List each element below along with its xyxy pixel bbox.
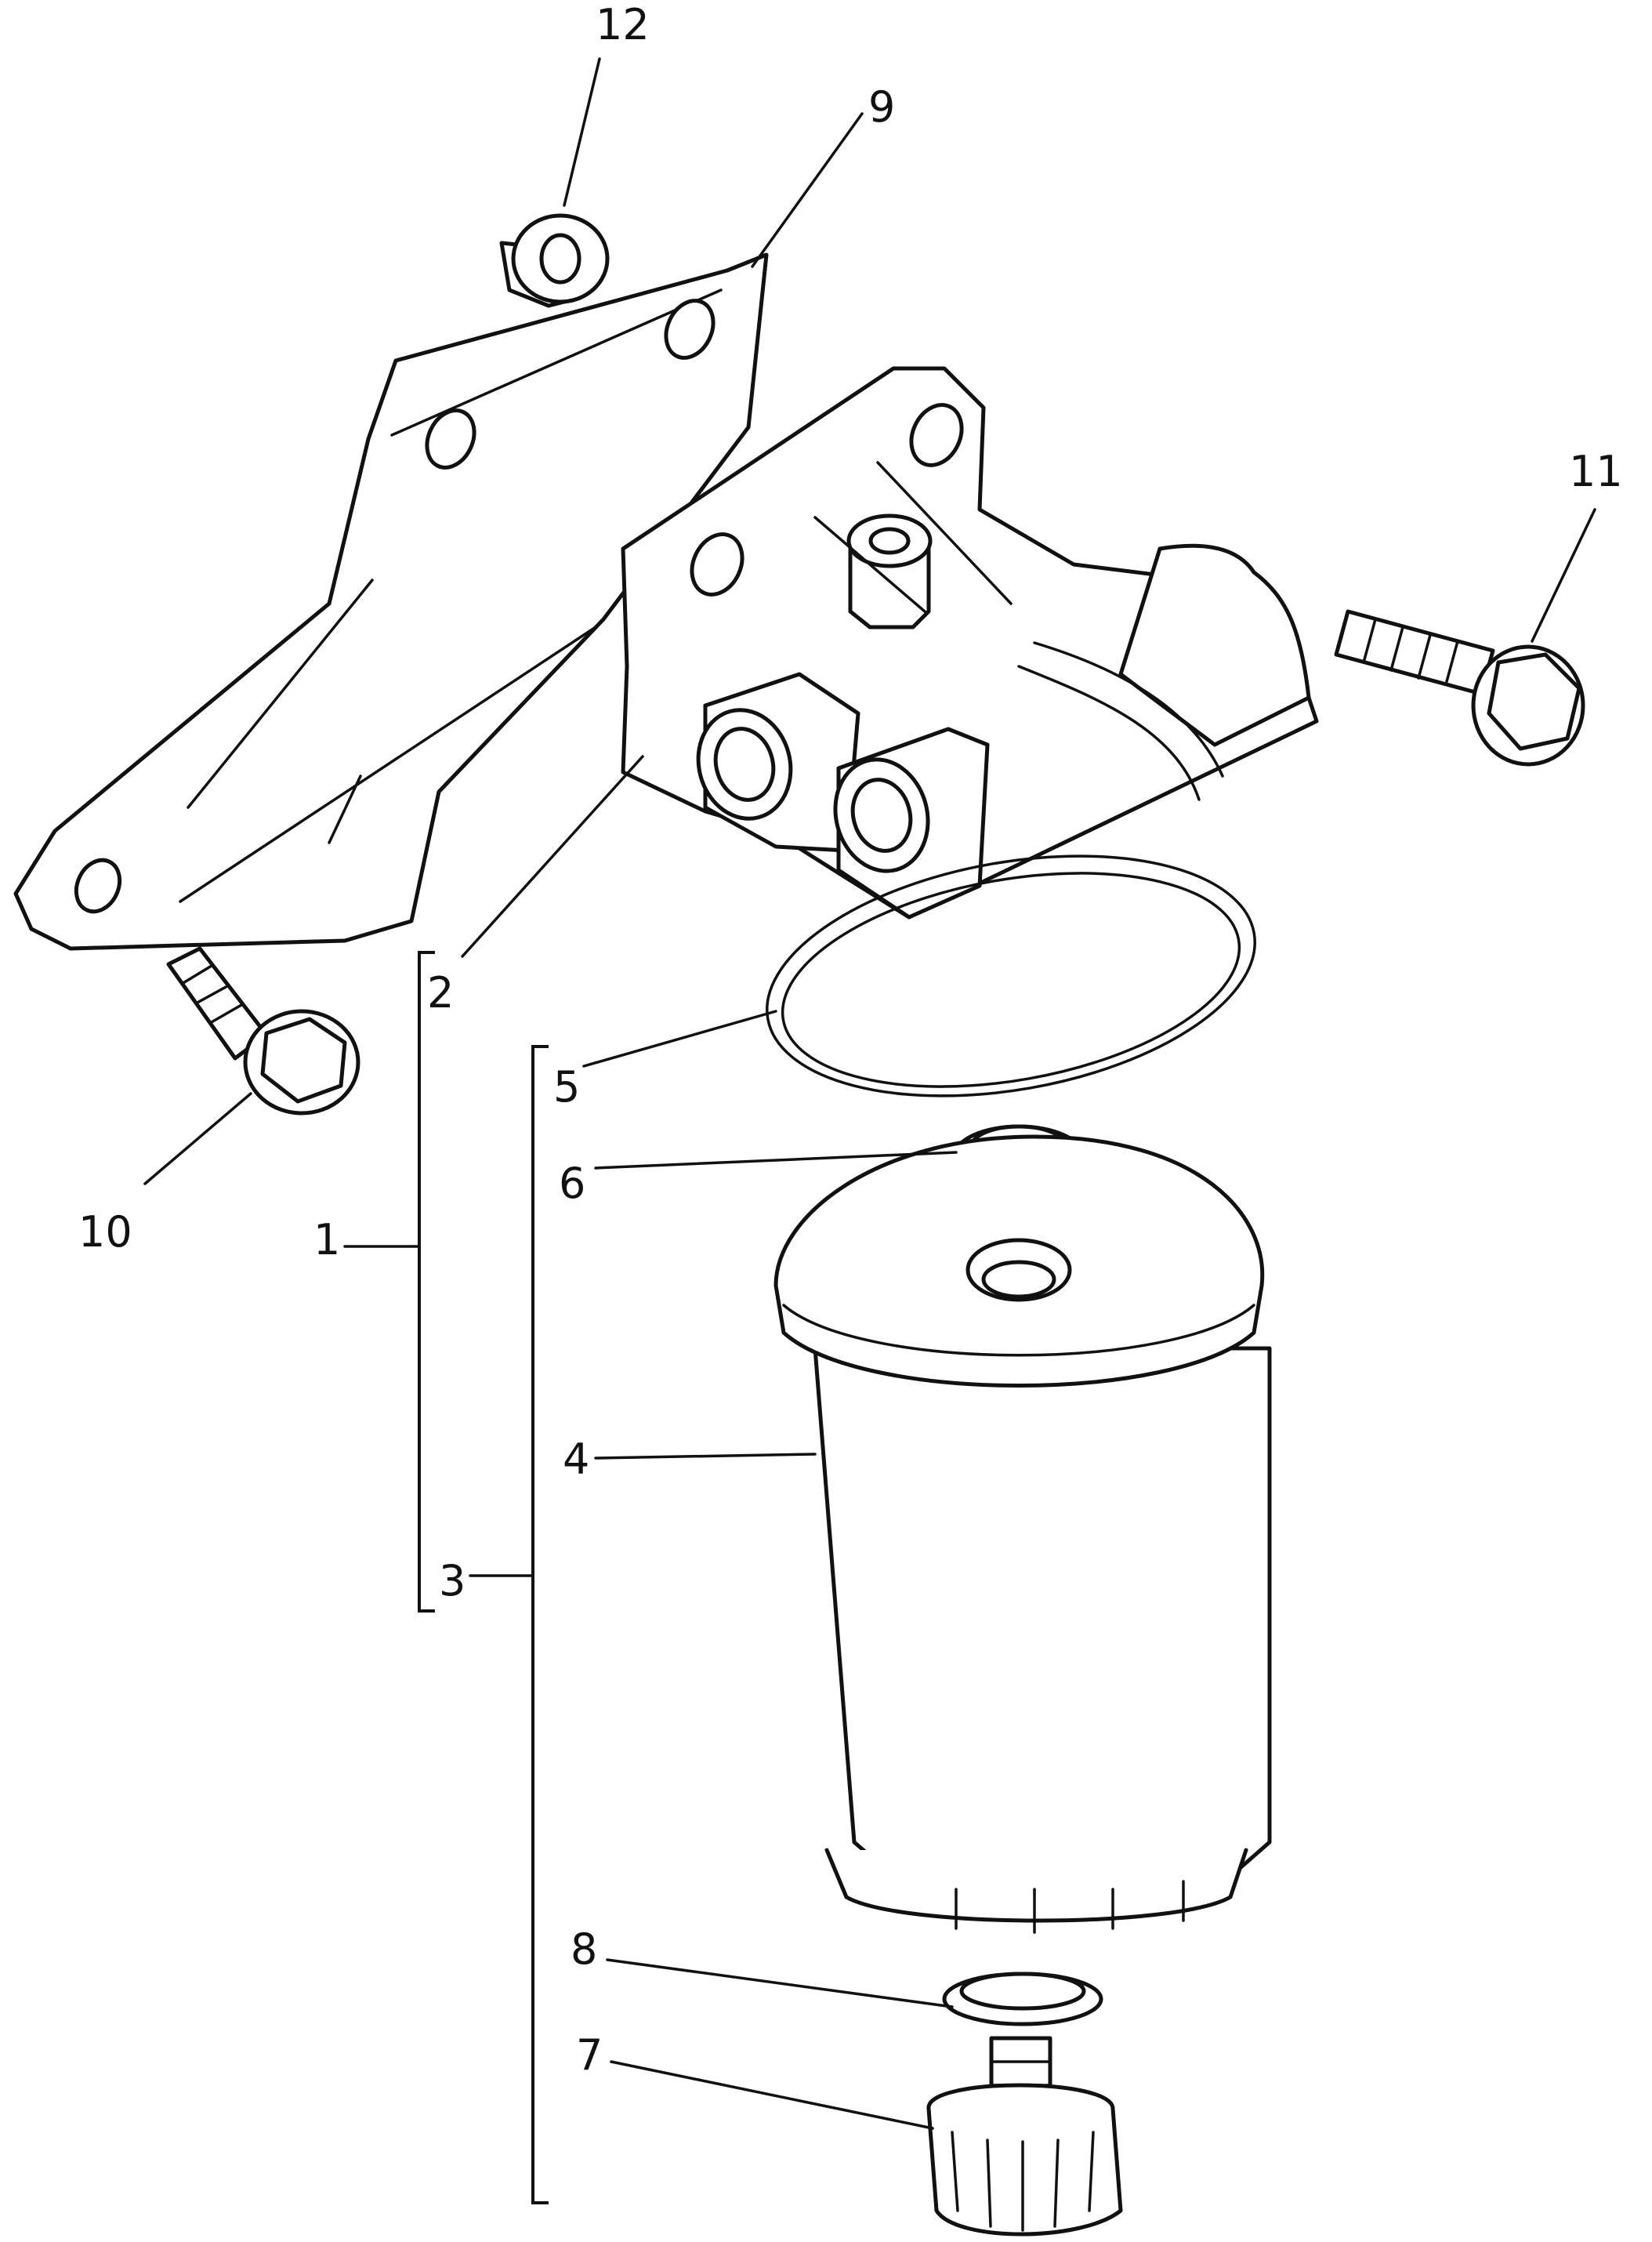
bolt-right <box>1334 609 1585 767</box>
bracket-assembly-3 <box>531 1045 549 2204</box>
filter-head <box>621 366 1319 920</box>
callout-4: 4 <box>563 1435 589 1484</box>
drain-plug <box>926 2036 1123 2237</box>
bolt-left <box>166 946 360 1116</box>
flange-nut <box>499 213 610 308</box>
leader-lines <box>143 57 1596 2130</box>
callout-6: 6 <box>559 1159 585 1208</box>
drain-seal <box>942 1972 1103 2026</box>
callout-8: 8 <box>571 1925 597 1974</box>
callout-2: 2 <box>427 968 454 1018</box>
callout-3: 3 <box>439 1556 466 1605</box>
filter-cartridge <box>773 1134 1272 1934</box>
o-ring <box>766 854 1256 1097</box>
bracket-assembly-1 <box>418 951 435 1613</box>
callout-1: 1 <box>313 1215 340 1264</box>
callout-11: 11 <box>1569 447 1623 496</box>
callout-10: 10 <box>78 1207 132 1257</box>
callout-5: 5 <box>553 1062 580 1112</box>
callout-9: 9 <box>868 82 895 132</box>
callout-7: 7 <box>576 2030 603 2080</box>
mounting-bracket <box>13 252 769 951</box>
callout-12: 12 <box>596 0 650 49</box>
